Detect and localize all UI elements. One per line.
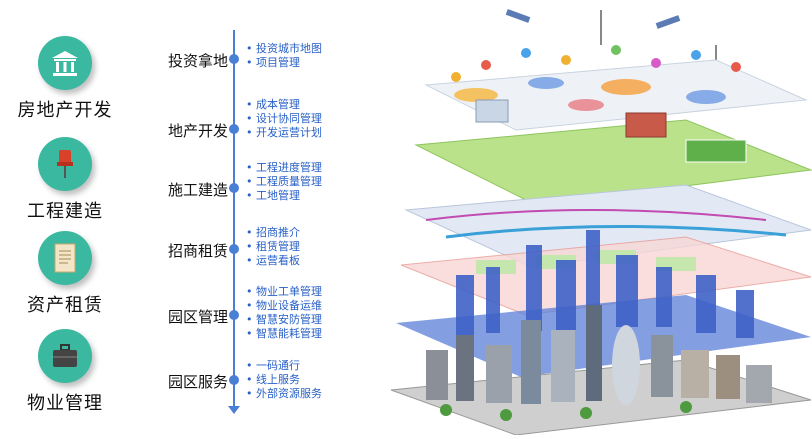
timeline-arrow <box>228 406 240 414</box>
timeline-line <box>233 30 235 410</box>
pipeline <box>425 209 767 221</box>
smart-city-layers-illustration <box>390 9 812 435</box>
stage-label: 园区管理 <box>167 308 228 326</box>
stage-item: 物业工单管理 <box>246 285 322 299</box>
satellite-icon <box>505 9 681 29</box>
timeline-dot <box>229 54 239 64</box>
stage-item: 线上服务 <box>246 373 322 387</box>
sports-field <box>685 139 747 163</box>
city-buildings <box>426 305 772 421</box>
stage-item: 智慧能耗管理 <box>246 327 322 341</box>
stage-item: 工程进度管理 <box>246 161 322 175</box>
category-label: 资产租赁 <box>27 295 103 316</box>
timeline-dot <box>229 244 239 254</box>
stage-items: 一码通行 线上服务 外部资源服务 <box>246 359 322 401</box>
stage-item: 开发运营计划 <box>246 126 322 140</box>
building-block <box>475 99 509 123</box>
stage-items: 投资城市地图 项目管理 <box>246 42 322 70</box>
stage-label: 投资拿地 <box>167 52 228 70</box>
stage-item: 物业设备运维 <box>246 299 322 313</box>
stage-items: 物业工单管理 物业设备运维 智慧安防管理 智慧能耗管理 <box>246 285 322 341</box>
building-icon <box>38 36 92 90</box>
pushpin-icon <box>38 137 92 191</box>
stage-item: 运营看板 <box>246 254 300 268</box>
timeline-dot <box>229 375 239 385</box>
stage-item: 智慧安防管理 <box>246 313 322 327</box>
building-block <box>625 112 667 138</box>
category-construction: 工程建造 <box>0 137 130 223</box>
stage-item: 一码通行 <box>246 359 322 373</box>
stage-item: 成本管理 <box>246 98 322 112</box>
stage-item: 设计协同管理 <box>246 112 322 126</box>
stage-item: 工程质量管理 <box>246 175 322 189</box>
stage-label: 园区服务 <box>167 373 228 391</box>
stage-label: 地产开发 <box>167 122 228 140</box>
category-property: 物业管理 <box>0 329 130 415</box>
stage-label: 施工建造 <box>167 181 228 199</box>
stage-items: 招商推介 租赁管理 运营看板 <box>246 226 300 268</box>
category-label: 物业管理 <box>27 393 103 414</box>
category-real-estate: 房地产开发 <box>0 36 130 122</box>
briefcase-icon <box>38 329 92 383</box>
stage-item: 租赁管理 <box>246 240 300 254</box>
category-column: 房地产开发 工程建造 资产租赁 <box>0 0 130 439</box>
timeline-dot <box>229 183 239 193</box>
document-icon <box>38 231 92 285</box>
stage-item: 招商推介 <box>246 226 300 240</box>
category-label: 房地产开发 <box>17 100 113 121</box>
stage-item: 外部资源服务 <box>246 387 322 401</box>
stage-item: 工地管理 <box>246 189 322 203</box>
timeline-dot <box>229 124 239 134</box>
stage-label: 招商租赁 <box>167 242 228 260</box>
category-leasing: 资产租赁 <box>0 231 130 317</box>
stage-item: 投资城市地图 <box>246 42 322 56</box>
category-label: 工程建造 <box>27 201 103 222</box>
pipeline <box>445 224 787 239</box>
stage-item: 项目管理 <box>246 56 322 70</box>
stage-items: 成本管理 设计协同管理 开发运营计划 <box>246 98 322 140</box>
tower-blocks <box>456 230 754 338</box>
heatmap-spots <box>451 45 741 111</box>
timeline-dot <box>229 310 239 320</box>
stage-items: 工程进度管理 工程质量管理 工地管理 <box>246 161 322 203</box>
